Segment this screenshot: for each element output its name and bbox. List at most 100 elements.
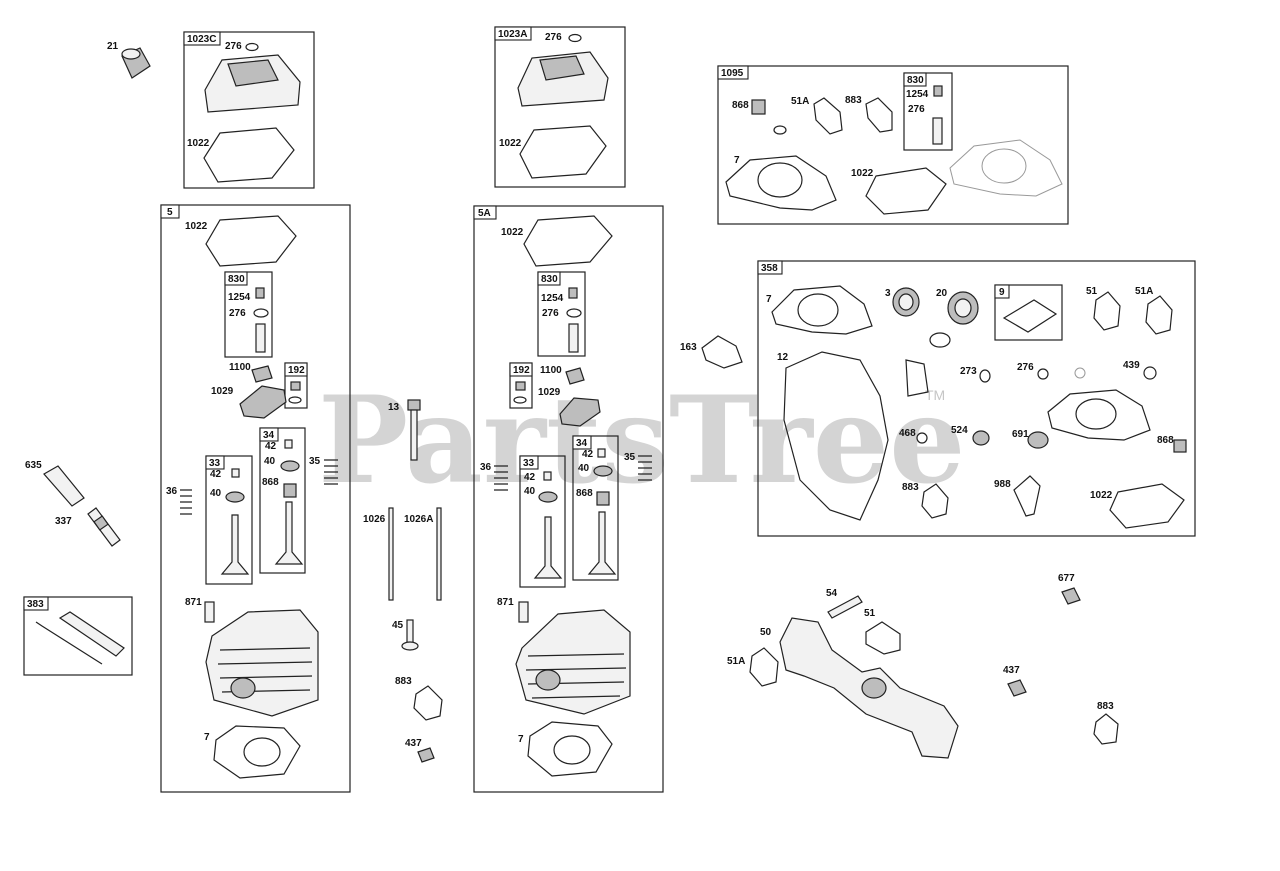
group-5a-sub-192-tag: 192 xyxy=(513,365,530,376)
part-50[interactable]: 50 xyxy=(760,617,959,759)
callout-1022: 1022 xyxy=(501,227,524,238)
cover-gasket-icon xyxy=(203,127,295,183)
part-21[interactable]: 21 xyxy=(107,41,151,79)
part-45[interactable]: 45 xyxy=(392,619,419,651)
group-358-sub-9-frame xyxy=(994,284,1063,341)
callout-276: 276 xyxy=(229,308,246,319)
valve-keeper-icon xyxy=(597,448,606,458)
callout-524: 524 xyxy=(951,425,968,436)
intake-gasket-icon xyxy=(865,621,901,655)
group-5-sub-830-tag-box xyxy=(224,271,248,286)
callout-1026a: 1026A xyxy=(404,514,433,525)
group-1095-tag: 1095 xyxy=(721,68,744,79)
cover-gasket-icon xyxy=(865,167,947,215)
group-5-tag-box xyxy=(160,204,180,219)
callout-42: 42 xyxy=(210,469,222,480)
part-51[interactable]: 51 xyxy=(864,608,901,655)
group-5a-frame xyxy=(473,205,664,793)
plug-icon xyxy=(972,430,990,446)
spring-retainer-icon xyxy=(538,491,558,503)
callout-20: 20 xyxy=(936,288,948,299)
part-54[interactable]: 54 xyxy=(826,588,863,619)
exhaust-gasket-icon xyxy=(921,483,949,519)
part-677[interactable]: 677 xyxy=(1058,573,1081,605)
oil-seal-icon xyxy=(1027,431,1049,449)
callout-42: 42 xyxy=(582,449,594,460)
stud-icon xyxy=(568,323,579,353)
part-163[interactable]: 163 xyxy=(680,335,743,369)
valve-seal-icon xyxy=(283,483,297,498)
group-5-frame xyxy=(160,204,351,793)
group-358-tag-box xyxy=(757,260,783,275)
callout-1029: 1029 xyxy=(538,387,561,398)
group-5a[interactable]: 5A 1022 830 1254 276 192 1100 1029 36 35… xyxy=(473,205,664,793)
stud-icon xyxy=(932,117,943,145)
part-13[interactable]: 13 xyxy=(388,399,421,461)
group-5-tag: 5 xyxy=(167,207,173,218)
part-635[interactable]: 635 xyxy=(25,460,85,507)
washer-icon xyxy=(568,33,582,43)
callout-1100: 1100 xyxy=(229,362,251,373)
part-437-right[interactable]: 437 xyxy=(1003,665,1027,697)
group-1023c[interactable]: 1023C 276 1022 xyxy=(183,31,315,189)
intake-gasket-icon xyxy=(813,97,843,135)
callout-337: 337 xyxy=(55,516,72,527)
group-1023c-tag-box xyxy=(183,31,221,46)
callout-1254: 1254 xyxy=(541,293,564,304)
valve-seal-icon xyxy=(751,99,766,115)
spring-retainer-icon xyxy=(593,465,613,477)
spark-plug-wrench-icon xyxy=(58,611,125,657)
callout-437: 437 xyxy=(1003,665,1020,676)
callout-36: 36 xyxy=(166,486,178,497)
group-1023c-frame xyxy=(183,31,315,189)
group-1095-sub-830-tag-box xyxy=(903,72,927,87)
washer-icon xyxy=(1037,368,1049,380)
group-383-tag-box xyxy=(23,596,49,611)
callout-1022: 1022 xyxy=(1090,490,1113,501)
callout-35: 35 xyxy=(309,456,321,467)
intake-gasket-icon xyxy=(1145,295,1173,335)
valve-keeper-icon xyxy=(543,471,552,481)
dowel-pin-icon xyxy=(518,601,529,623)
callout-868: 868 xyxy=(732,100,749,111)
part-1026a[interactable]: 1026A xyxy=(404,507,442,601)
callout-42: 42 xyxy=(524,472,536,483)
exhaust-gasket-icon xyxy=(865,97,893,133)
group-383-frame xyxy=(23,596,133,676)
nut-icon xyxy=(933,85,943,97)
group-383-tag: 383 xyxy=(27,599,44,610)
rocker-pivot-icon xyxy=(565,367,585,385)
exhaust-gasket-icon xyxy=(1093,713,1119,745)
gasket-bore-icon xyxy=(553,735,591,765)
group-358[interactable]: 358 7 3 20 9 51 51A 12 273 276 439 468 xyxy=(757,260,1196,537)
part-437[interactable]: 437 xyxy=(405,738,435,763)
group-5a-sub-33-tag-box xyxy=(519,455,539,470)
rocker-arm-icon xyxy=(239,385,287,419)
push-rod-icon xyxy=(388,507,394,601)
group-5[interactable]: 5 1022 830 1254 276 1100 192 1029 36 35 … xyxy=(160,204,351,793)
group-5a-sub-33-frame xyxy=(519,455,566,588)
valve-cover-logo xyxy=(227,59,279,87)
group-383[interactable]: 383 xyxy=(23,596,133,676)
part-337[interactable]: 337 xyxy=(55,507,121,547)
callout-691: 691 xyxy=(1012,429,1029,440)
part-51a[interactable]: 51A xyxy=(727,647,779,687)
part-1026[interactable]: 1026 xyxy=(363,507,394,601)
part-883-right[interactable]: 883 xyxy=(1093,701,1119,745)
bolt-head-icon xyxy=(407,399,421,411)
callout-1022: 1022 xyxy=(185,221,208,232)
o-ring-icon xyxy=(979,369,991,383)
watermark-trademark: TM xyxy=(925,387,945,403)
manifold-port-icon xyxy=(861,677,887,699)
part-883[interactable]: 883 xyxy=(395,676,443,721)
push-rod-icon xyxy=(436,507,442,601)
valve-keeper-icon xyxy=(231,468,240,478)
head-gasket-icon xyxy=(725,155,837,211)
group-1023a[interactable]: 1023A 276 1022 xyxy=(494,26,626,188)
group-358-sub-9-tag: 9 xyxy=(999,287,1005,298)
group-5a-sub-830-frame xyxy=(537,271,586,357)
group-1095[interactable]: 1095 868 51A 883 830 1254 276 7 1022 xyxy=(717,65,1069,225)
breather-cap-top xyxy=(121,48,141,60)
head-gasket-icon xyxy=(771,285,873,335)
gasket-bore-icon xyxy=(1075,398,1117,430)
